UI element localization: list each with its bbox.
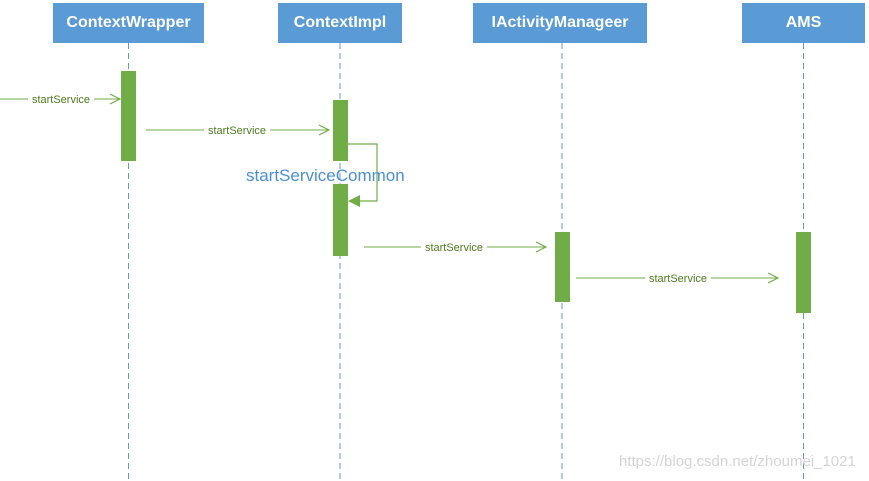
message-label-bg-5: [645, 271, 711, 285]
message-label-4: startService: [425, 242, 483, 254]
activation-contextwrapper: [121, 71, 136, 161]
activation-ams: [796, 232, 811, 313]
message-label-3: startServiceCommon: [246, 166, 405, 185]
participant-label: ContextWrapper: [66, 14, 191, 31]
message-label-1: startService: [32, 94, 90, 106]
message-label-bg-2: [204, 123, 270, 137]
watermark: https://blog.csdn.net/zhoumei_1021: [619, 453, 856, 470]
message-label-2: startService: [208, 125, 266, 137]
message-arrow-3: [348, 143, 378, 207]
participant-iactivitymanageer: IActivityManageer: [473, 3, 647, 43]
activation-contextimpl-1: [333, 100, 348, 161]
message-label-bg-1: [28, 92, 94, 106]
participant-contextwrapper: ContextWrapper: [53, 3, 204, 43]
participant-label: ContextImpl: [293, 14, 387, 31]
participant-contextimpl: ContextImpl: [278, 3, 402, 43]
participant-label: IActivityManageer: [491, 14, 629, 31]
activation-contextimpl-2: [333, 184, 348, 256]
participant-ams: AMS: [742, 3, 865, 43]
message-label-bg-4: [421, 240, 487, 254]
participant-label: AMS: [785, 14, 822, 31]
activation-iactivitymanageer: [555, 232, 570, 302]
message-label-5: startService: [649, 273, 707, 285]
